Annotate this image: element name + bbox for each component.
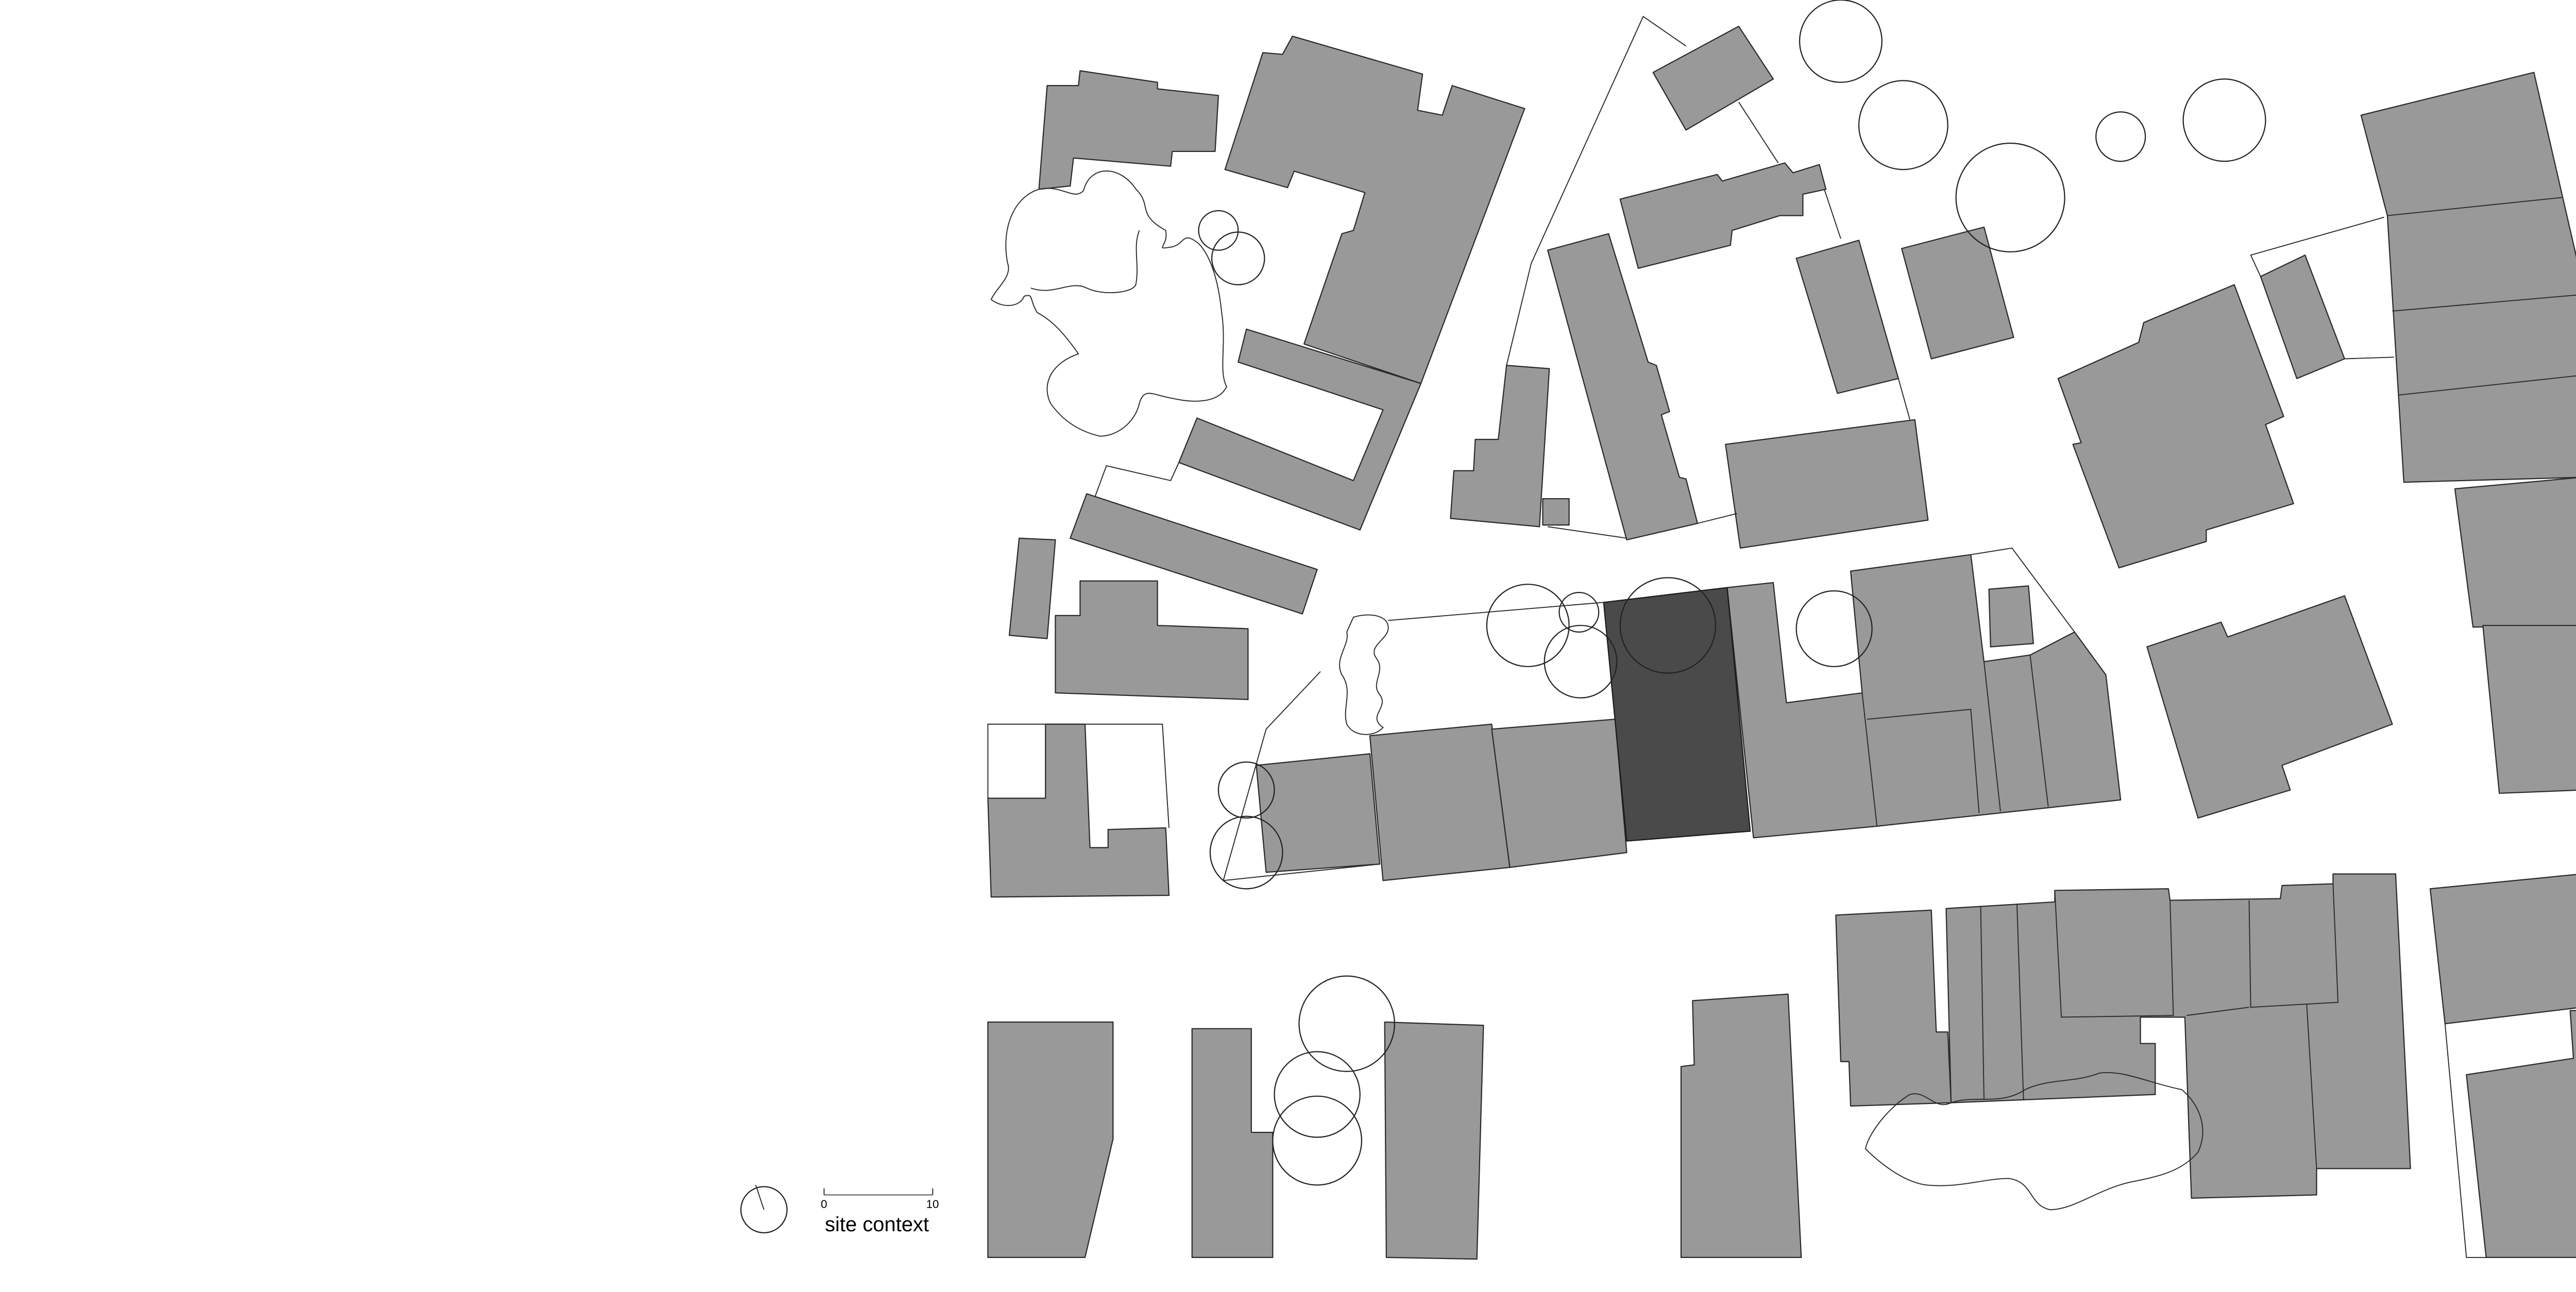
party-wall bbox=[2248, 883, 2339, 1008]
building bbox=[1256, 753, 1381, 873]
building bbox=[987, 723, 1170, 898]
building bbox=[1369, 723, 1511, 881]
tree bbox=[1795, 590, 1873, 668]
tree bbox=[1544, 624, 1618, 699]
building bbox=[1450, 365, 1550, 528]
tree bbox=[2182, 78, 2266, 162]
plot-outline bbox=[2444, 1024, 2486, 1258]
building bbox=[1795, 240, 1899, 394]
party-wall bbox=[1983, 661, 2001, 812]
building bbox=[1619, 162, 1827, 269]
tree bbox=[1619, 577, 1717, 674]
building bbox=[1726, 554, 2122, 839]
plot-outlines bbox=[987, 15, 2394, 1211]
party-wall bbox=[2016, 903, 2024, 1100]
building bbox=[1652, 26, 1774, 131]
building bbox=[1945, 873, 2411, 1199]
building bbox=[1224, 36, 1526, 384]
building bbox=[1901, 226, 2014, 360]
building bbox=[1178, 328, 1422, 531]
building bbox=[1491, 719, 1628, 868]
building bbox=[1988, 585, 2034, 648]
party-wall bbox=[1980, 907, 1985, 1100]
tree bbox=[1298, 975, 1395, 1073]
site-building bbox=[1603, 587, 1751, 842]
building bbox=[1835, 909, 1952, 1107]
tree bbox=[1198, 210, 1239, 251]
building bbox=[2360, 72, 2576, 483]
tree bbox=[1211, 231, 1265, 285]
scale-end-label: 10 bbox=[926, 1198, 939, 1211]
party-wall bbox=[2186, 1007, 2249, 1016]
building bbox=[1070, 493, 1318, 615]
tree bbox=[2095, 111, 2146, 162]
party-wall bbox=[2387, 197, 2562, 216]
building bbox=[1055, 580, 1249, 700]
party-wall bbox=[2306, 1004, 2317, 1169]
building bbox=[2466, 1010, 2576, 1259]
party-wall bbox=[2029, 655, 2049, 807]
tree bbox=[1209, 815, 1283, 890]
tree bbox=[1858, 80, 1948, 171]
tree bbox=[1558, 592, 1600, 633]
building bbox=[987, 1021, 1114, 1259]
building bbox=[2260, 254, 2345, 379]
tree bbox=[1486, 584, 1570, 668]
tree bbox=[1272, 1095, 1363, 1186]
drawing-title: site context bbox=[825, 1213, 929, 1236]
party-wall bbox=[1867, 708, 1980, 813]
scale-bar: 0 10 bbox=[821, 1188, 939, 1211]
party-wall bbox=[2392, 294, 2576, 312]
tree bbox=[1955, 142, 2065, 252]
building bbox=[1542, 498, 1570, 526]
party-wall bbox=[2054, 890, 2174, 1018]
building bbox=[1680, 993, 1802, 1259]
tree bbox=[1217, 761, 1275, 819]
building bbox=[2146, 595, 2393, 819]
scale-start-label: 0 bbox=[821, 1198, 827, 1211]
building bbox=[1008, 537, 1056, 639]
building bbox=[1547, 233, 1698, 541]
building bbox=[2057, 284, 2294, 569]
trees bbox=[1198, 0, 2266, 1186]
north-arrow-icon bbox=[740, 1185, 788, 1234]
building bbox=[1725, 419, 1929, 549]
tree bbox=[1274, 1051, 1361, 1138]
party-wall bbox=[2399, 375, 2576, 396]
building bbox=[2429, 874, 2576, 1025]
building bbox=[2482, 624, 2576, 794]
tree bbox=[1799, 0, 1883, 83]
party-wall bbox=[1861, 692, 1878, 826]
building bbox=[2454, 477, 2576, 628]
buildings bbox=[987, 26, 2576, 1260]
building bbox=[1038, 70, 1219, 190]
building bbox=[1191, 1028, 1274, 1259]
building bbox=[1384, 1021, 1484, 1260]
